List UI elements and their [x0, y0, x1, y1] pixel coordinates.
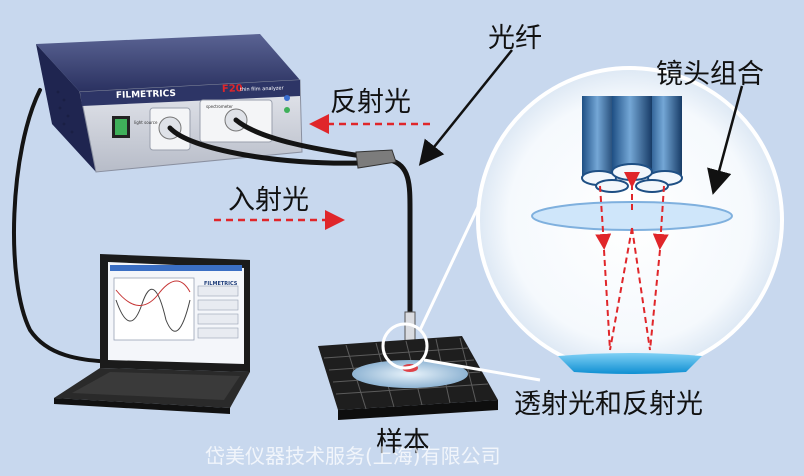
sample-label: 样本	[376, 427, 430, 458]
watermark: 岱美仪器技术服务(上海)有限公司	[205, 444, 501, 468]
lens-fiber-bundle	[581, 96, 683, 193]
laptop-screen-brand: FILMETRICS	[204, 281, 238, 287]
instrument-box	[36, 34, 303, 173]
fiber-connector	[355, 149, 397, 169]
reflected-light-label: 反射光	[330, 87, 411, 118]
zoom-origin-circle	[381, 322, 429, 370]
lens-pointer-arrow	[707, 85, 744, 195]
device-power-label: light source	[134, 120, 158, 125]
sample-stage	[318, 336, 498, 420]
device-port-label: spectrometer	[206, 104, 233, 109]
fiber-pointer-arrow	[418, 49, 513, 166]
laptop	[54, 254, 250, 414]
device-model-sub: thin film analyzer	[240, 85, 285, 93]
fiber-label: 光纤	[488, 23, 542, 54]
device-brand: FILMETRICS	[116, 89, 176, 101]
lens-assembly-label: 镜头组合	[656, 59, 764, 90]
sample-surface	[558, 353, 702, 374]
transmitted-reflected-label: 透射光和反射光	[514, 389, 703, 420]
magnified-view	[476, 66, 784, 374]
device-model: F20	[222, 83, 243, 95]
incident-light-label: 入射光	[228, 185, 309, 216]
